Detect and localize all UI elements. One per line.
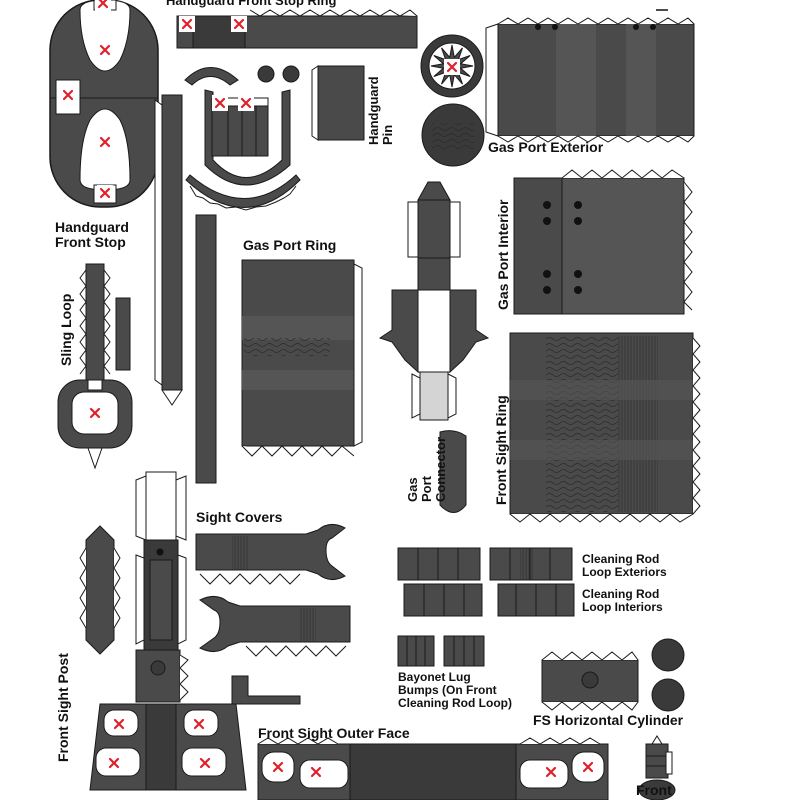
cleaning-rod-loop-exteriors-part bbox=[397, 547, 573, 581]
gas-port-exterior-part bbox=[421, 103, 485, 167]
label-sling-loop: Sling Loop bbox=[58, 294, 74, 366]
label-front-sight-outer-face: Front Sight Outer Face bbox=[258, 725, 410, 741]
sight-covers-part bbox=[195, 524, 351, 705]
gear-disc-part bbox=[420, 34, 484, 98]
front-part bbox=[638, 735, 676, 800]
label-front-sight-post: Front Sight Post bbox=[55, 653, 71, 762]
bayonet-lug-bumps-part bbox=[397, 635, 485, 667]
small-disc-2 bbox=[282, 65, 300, 83]
front-sight-ring-part bbox=[509, 332, 701, 523]
fs-horizontal-cylinder-part bbox=[541, 638, 685, 712]
label-front-sight-ring: Front Sight Ring bbox=[493, 395, 509, 505]
handguard-front-stop-part bbox=[49, 0, 159, 208]
front-sight-column-part bbox=[89, 471, 247, 791]
label-handguard-front-stop-ring: Handguard Front Stop Ring bbox=[166, 0, 336, 8]
handguard-front-stop-ring-part bbox=[176, 9, 418, 86]
handguard-pin-part bbox=[311, 65, 365, 141]
label-handguard-pin: HandguardPin bbox=[366, 76, 395, 145]
front-sight-outer-face-part bbox=[257, 737, 609, 800]
front-sight-post-part bbox=[79, 525, 121, 655]
sling-loop-part bbox=[57, 263, 133, 470]
label-front: Front bbox=[636, 782, 672, 798]
gas-port-connector-part bbox=[378, 181, 490, 513]
label-gas-port-interior: Gas Port Interior bbox=[495, 199, 511, 310]
label-sight-covers: Sight Covers bbox=[196, 509, 283, 525]
small-disc-1 bbox=[257, 65, 275, 83]
label-gas-port-ring: Gas Port Ring bbox=[243, 237, 336, 253]
label-gas-port-exterior: Gas Port Exterior bbox=[488, 139, 604, 155]
top-right-cylinder-part bbox=[485, 17, 695, 143]
gas-port-ring-part bbox=[241, 259, 363, 457]
handguard-curved-cap bbox=[185, 89, 301, 211]
gas-port-interior-part bbox=[513, 169, 693, 315]
cleaning-rod-loop-interiors-part bbox=[403, 583, 575, 617]
label-gas-port-connector: GasPortConnector bbox=[405, 437, 448, 502]
handguard-long-strip bbox=[154, 94, 217, 484]
label-fs-horizontal-cylinder: FS Horizontal Cylinder bbox=[533, 712, 684, 728]
